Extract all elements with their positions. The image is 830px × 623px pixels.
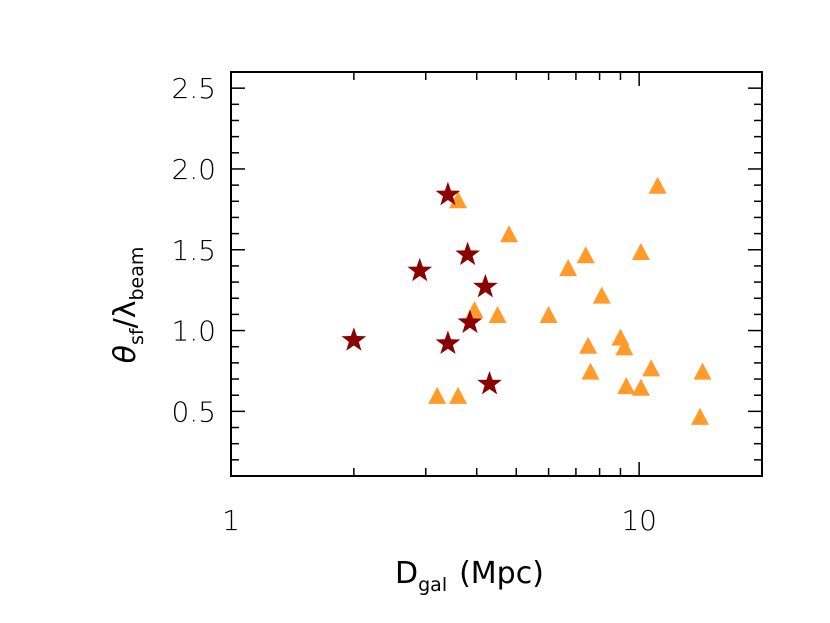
triangle-marker [449, 191, 468, 209]
y-axis-title: θsf/λbeam [108, 247, 148, 364]
triangle-marker [693, 362, 712, 380]
y-tick-label: 2.0 [171, 153, 216, 186]
axis-ticks [230, 71, 763, 477]
star-marker [407, 257, 433, 282]
plot-frame [230, 71, 763, 477]
star-marker [455, 241, 480, 266]
star-marker [341, 327, 367, 351]
triangle-marker [539, 306, 558, 324]
x-tick-label: 1 [222, 504, 240, 537]
triangle-marker [576, 246, 595, 264]
triangle-marker [617, 377, 636, 395]
data-points [341, 176, 712, 425]
triangle-marker [642, 359, 661, 377]
triangle-marker [581, 362, 600, 380]
triangle-marker [500, 225, 519, 243]
star-marker [473, 273, 498, 298]
star-marker [435, 330, 461, 354]
star-marker [457, 309, 483, 333]
triangle-marker [428, 386, 447, 404]
triangle-marker [631, 378, 650, 396]
star-marker [435, 181, 461, 206]
triangle-marker [579, 336, 598, 354]
triangle-marker [559, 259, 578, 277]
triangle-marker [615, 338, 634, 356]
x-tick-label: 10 [621, 504, 657, 537]
triangle-marker [691, 407, 710, 425]
triangle-marker [592, 286, 611, 304]
y-tick-label: 2.5 [171, 72, 216, 105]
triangle-marker [488, 306, 507, 324]
tick-labels: 1 10 0.5 1.0 1.5 2.0 2.5 [171, 72, 656, 537]
x-axis-title: Dgal(Mpc) [395, 556, 544, 596]
y-tick-label: 1.5 [171, 234, 216, 267]
triangle-marker [648, 176, 667, 194]
triangle-marker [631, 242, 650, 260]
triangle-marker [449, 386, 468, 404]
y-tick-label: 1.0 [171, 315, 216, 348]
star-marker [477, 370, 502, 395]
y-tick-label: 0.5 [171, 395, 216, 428]
